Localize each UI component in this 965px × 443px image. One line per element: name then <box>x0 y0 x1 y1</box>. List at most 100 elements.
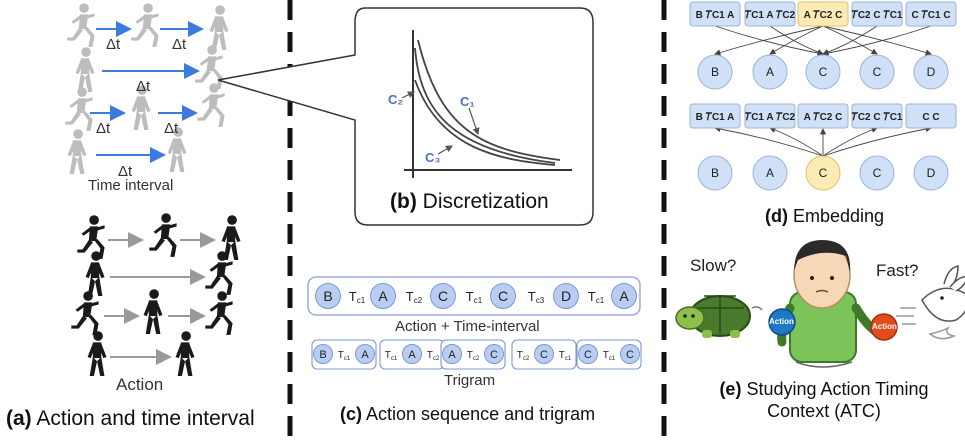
low-token-label: 𝑇C2 C 𝑇C1 <box>852 111 903 123</box>
embedding-arrow <box>769 126 824 157</box>
mid-node-label: C <box>819 65 828 79</box>
sequence-label: Action + Time-interval <box>395 318 540 335</box>
curves <box>414 39 561 166</box>
grey-person-figure <box>65 87 93 131</box>
turtle-head <box>675 306 705 330</box>
ball-label-right: Action <box>872 322 897 331</box>
action-ball-left <box>768 308 796 336</box>
person-illustration <box>777 240 885 368</box>
action-figures <box>71 213 241 376</box>
mid-node <box>913 54 949 90</box>
curve-label-c1: C₁ <box>460 94 475 109</box>
top-token <box>744 1 796 27</box>
action-node-label: A <box>619 288 629 304</box>
bottom-node-label: A <box>766 166 774 180</box>
blue-action-ball <box>768 308 796 336</box>
c1-pointer <box>468 107 480 136</box>
embedding-arrow <box>714 125 824 157</box>
action-node-label: C <box>498 288 508 304</box>
embedding-arrow <box>822 126 878 157</box>
curve-c3 <box>414 79 556 166</box>
trigram-action-label: A <box>408 349 416 361</box>
trigram-action-node <box>534 344 554 364</box>
rabbit-illustration <box>896 265 965 340</box>
trigram-action-node <box>313 344 333 364</box>
bottom-node-label: C <box>819 166 828 180</box>
delta-t-label: Δt <box>118 163 133 180</box>
low-token-label: C C <box>922 112 939 123</box>
trigram-action-label: B <box>319 349 326 361</box>
curve-c2 <box>414 47 556 164</box>
mid-node-label: B <box>711 65 719 79</box>
time-interval-figures <box>65 3 229 174</box>
action-node-label: B <box>323 288 332 304</box>
top-token-label: 𝑇C1 A 𝑇C2 <box>745 9 796 21</box>
trigram-action-label: A <box>448 349 456 361</box>
embedding-arrow <box>769 25 824 55</box>
grey-person-figure <box>209 5 229 50</box>
black-person-figure <box>71 291 99 335</box>
action-node <box>611 283 637 309</box>
action-ball-right <box>870 313 898 341</box>
c2-pointer <box>401 91 416 99</box>
trigram-label: Trigram <box>444 372 496 389</box>
mid-node <box>752 54 788 90</box>
embedding-arrows <box>714 25 932 157</box>
trigram-action-label: C <box>540 349 548 361</box>
delta-t-label: Δt <box>172 36 187 53</box>
top-token <box>797 1 849 27</box>
c3-pointer <box>437 145 454 155</box>
caption-b: (b) Discretization <box>390 190 549 213</box>
delta-t-label: Δt <box>164 120 179 137</box>
mid-node-label: C <box>873 65 882 79</box>
trigram-action-node <box>484 344 504 364</box>
embedding-arrow <box>714 25 824 57</box>
caption-a: (a) Action and time interval <box>6 407 255 430</box>
action-node <box>370 283 396 309</box>
action-node <box>490 283 516 309</box>
rabbit-body <box>921 287 965 322</box>
time-interval-label: Time interval <box>88 177 174 194</box>
grey-person-figure <box>167 127 187 172</box>
mid-node <box>697 54 733 90</box>
low-token-label: 𝑇C1 A 𝑇C2 <box>745 111 796 123</box>
trigram-action-label: C <box>626 349 634 361</box>
trigram-action-node <box>620 344 640 364</box>
turtle-illustration <box>675 295 763 338</box>
grey-person-figure <box>131 85 151 130</box>
grey-person-figure <box>67 3 95 47</box>
top-token <box>851 1 903 27</box>
low-token <box>744 103 796 129</box>
bottom-node-label: C <box>873 166 882 180</box>
top-token-label: A 𝑇C2 C <box>804 9 843 21</box>
mid-node <box>805 54 841 90</box>
time-interval-arrows <box>90 21 204 163</box>
black-person-figure <box>85 251 105 296</box>
bottom-node-label: B <box>711 166 719 180</box>
black-person-figure <box>205 251 233 295</box>
action-node-label: D <box>561 288 571 304</box>
mid-node-label: D <box>927 65 936 79</box>
delta-t-label: Δt <box>96 120 111 137</box>
trigram-action-node <box>578 344 598 364</box>
bottom-node <box>805 155 841 191</box>
grey-person-figure <box>131 3 159 47</box>
trigram-action-node <box>402 344 422 364</box>
bottom-node <box>697 155 733 191</box>
action-node <box>315 283 341 309</box>
low-token-label: A 𝑇C2 C <box>804 111 843 123</box>
person-hair <box>794 240 851 272</box>
low-token <box>689 103 741 129</box>
low-token <box>905 103 957 129</box>
grey-person-figure <box>67 129 87 174</box>
ball-label-left: Action <box>769 317 794 326</box>
top-token-label: C 𝑇C1 C <box>911 9 950 21</box>
bottom-node <box>752 155 788 191</box>
caption-d: (d) Embedding <box>765 206 885 226</box>
mid-node <box>859 54 895 90</box>
top-token <box>689 1 741 27</box>
